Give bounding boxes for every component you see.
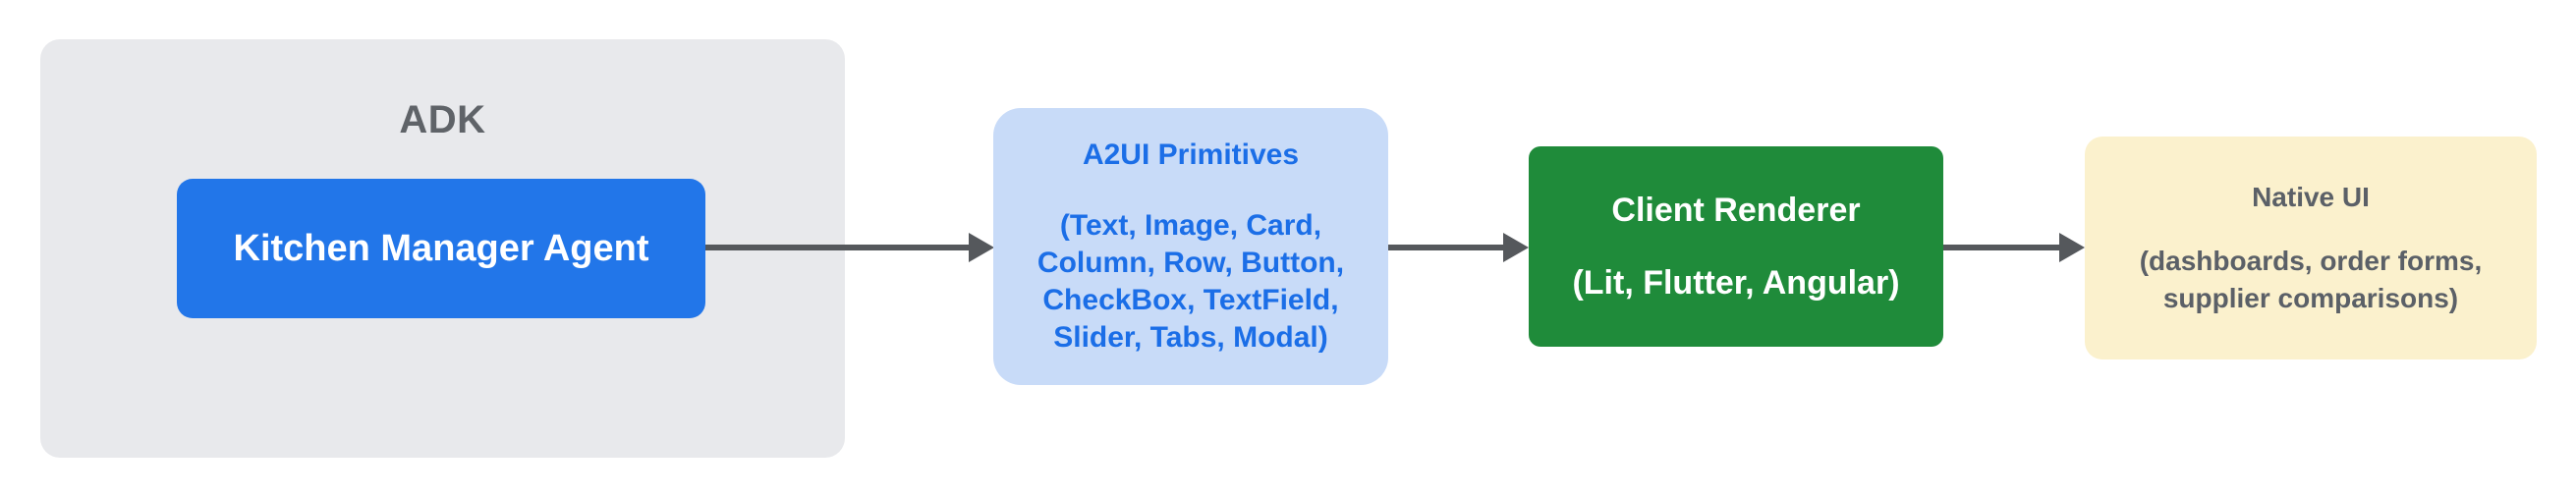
node-native-ui-title: Native UI	[2252, 181, 2370, 212]
node-a2ui-primitives-title: A2UI Primitives	[1082, 138, 1300, 171]
node-native-ui-body: (dashboards, order forms, supplier compa…	[2139, 245, 2483, 313]
flow-arrow-1-head-icon	[969, 233, 994, 262]
flow-arrow-1-line	[705, 245, 969, 250]
node-kitchen-manager-agent: Kitchen Manager Agent	[177, 179, 705, 318]
flow-arrow-2-line	[1388, 245, 1503, 250]
node-client-renderer-body: (Lit, Flutter, Angular)	[1572, 264, 1900, 302]
node-client-renderer-title: Client Renderer	[1611, 192, 1861, 229]
node-native-ui: Native UI (dashboards, order forms, supp…	[2085, 137, 2537, 359]
flow-arrow-3-line	[1943, 245, 2059, 250]
adk-group-label: ADK	[399, 98, 486, 141]
node-kitchen-manager-agent-title: Kitchen Manager Agent	[233, 227, 649, 269]
node-a2ui-primitives-body: (Text, Image, Card, Column, Row, Button,…	[1036, 209, 1345, 354]
flow-arrow-3-head-icon	[2059, 233, 2085, 262]
node-a2ui-primitives: A2UI Primitives (Text, Image, Card, Colu…	[993, 108, 1388, 385]
node-client-renderer: Client Renderer (Lit, Flutter, Angular)	[1529, 146, 1943, 347]
flow-arrow-2-head-icon	[1503, 233, 1529, 262]
